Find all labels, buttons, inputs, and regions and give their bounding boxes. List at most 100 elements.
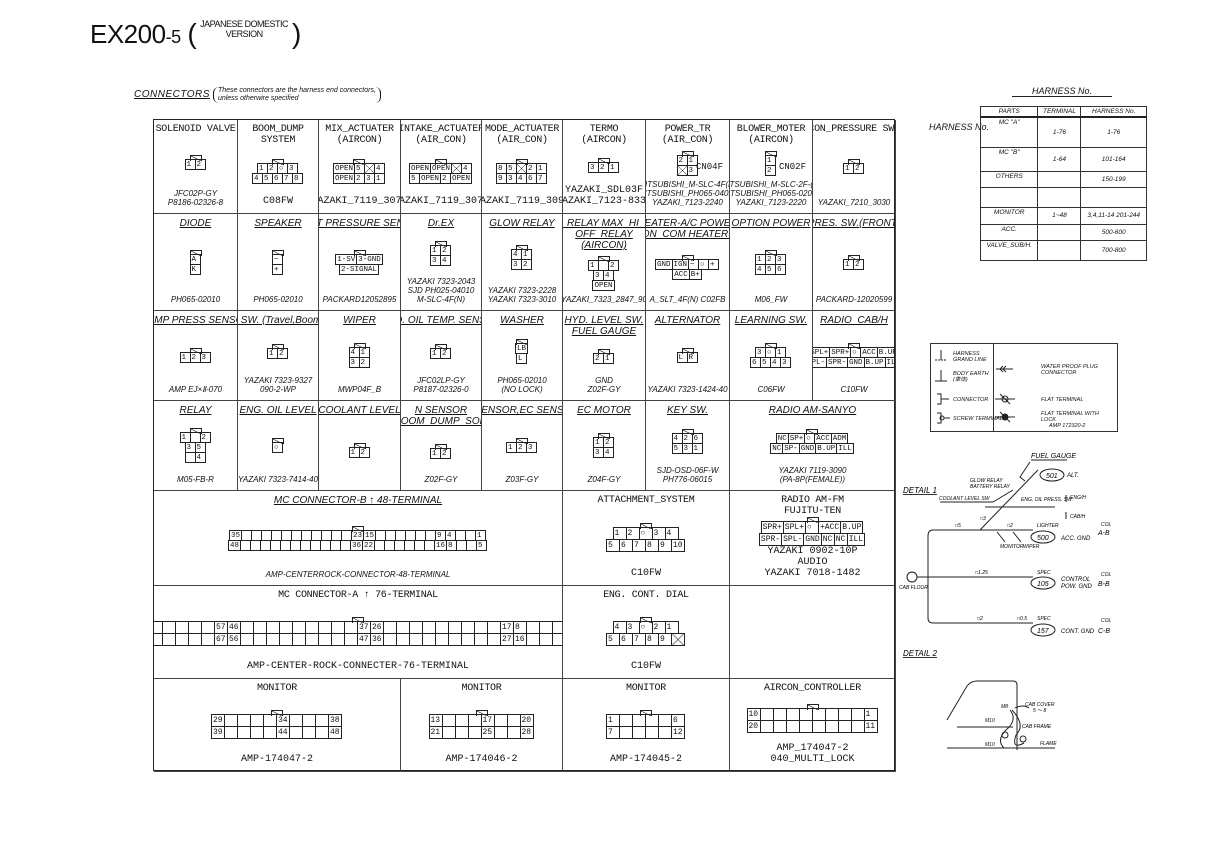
pin-cell: B.UP	[863, 357, 886, 368]
connector-latch-icon	[765, 343, 777, 349]
part-number: YAZAKI 7119-3090	[778, 466, 847, 475]
pin-cell	[162, 632, 176, 646]
part-number: C10FW	[630, 661, 661, 672]
connectors-label: CONNECTORS	[134, 89, 210, 100]
connector-latch-icon	[640, 616, 652, 623]
connector-latch-icon	[848, 159, 860, 165]
pin-cell: SPR-	[825, 357, 848, 368]
connector-latch-icon	[598, 255, 610, 262]
wire-05: □0.5	[1017, 616, 1027, 622]
harness-cell	[979, 186, 1039, 208]
connector-pinout: 21X3	[676, 150, 698, 176]
harness-cell	[1080, 186, 1147, 208]
connector-cell-a-sensor-ec-sensor: A SENSOR,EC SENSOR123Z03F-GY	[482, 401, 563, 491]
harness-side-label: HARNESS No.	[929, 122, 990, 132]
part-number: MITSUBISHI_PH065-02010	[730, 189, 812, 198]
cell-title: HYD. LEVEL SW.	[564, 315, 644, 326]
pin-cell: 2	[440, 447, 451, 459]
pin-cell: 2	[440, 347, 451, 359]
cell-title: HYD. OIL TEMP. SENSOR	[401, 315, 481, 326]
harness-cell: ACC.	[979, 223, 1039, 241]
fuel-gauge: FUEL GAUGE	[1031, 453, 1076, 460]
connector-latch-icon	[806, 704, 819, 710]
legend-waterproof: WATER PROOF PLUG CONNECTOR	[1041, 364, 1098, 376]
connector-latch-icon	[272, 249, 284, 256]
part-number: AMP-CENTER-ROCK-CONNECTER-76-TERMINAL	[246, 661, 470, 672]
cell-title: MC CONNECTOR-B ↑ 48-TERMINAL	[273, 495, 443, 506]
harness-cell: MONITOR	[979, 206, 1039, 225]
pin-cell	[785, 720, 800, 733]
part-number: MITSUBISHI_M-SLC-2F-(N)	[730, 180, 813, 189]
pin-cell: 5	[606, 632, 620, 646]
pin-cell: 36	[370, 632, 384, 646]
pin-cell	[448, 632, 462, 646]
connector-latch-icon	[435, 158, 447, 165]
connector-latch-icon	[352, 525, 364, 532]
pin-cell: SPR-	[758, 533, 783, 546]
col-1: COL	[1101, 522, 1112, 528]
pin-cell	[487, 632, 501, 646]
harness-cell	[1037, 186, 1082, 208]
cell-title: INTAKE_ACTUATER	[401, 124, 482, 135]
part-number: YAZAKI_7123-2240	[652, 198, 723, 207]
pin-cell	[188, 632, 202, 646]
pin-cell: SPL-	[781, 533, 805, 546]
pin-cell	[383, 632, 397, 646]
pin-cell: 10	[671, 538, 685, 552]
pin-cell	[474, 632, 488, 646]
pin-cell: OPEN	[418, 172, 441, 184]
harness-cell	[1037, 223, 1082, 241]
part-number: YAZAKI_SDL03F	[565, 185, 644, 196]
legend-body-earth: BODY EARTH (車体)	[953, 371, 989, 383]
pin-cell: 3	[199, 352, 211, 363]
part-number: YAZAKI_7119_3090	[482, 196, 562, 207]
connector-cell-mode-actuater: MODE_ACTUATER(AIR_CON)85X2193467YAZAKI_7…	[482, 120, 563, 214]
model-suffix: -5	[165, 27, 182, 47]
legend-amp-part: AMP 172320-2	[1049, 423, 1086, 429]
col-cb: C-B	[1098, 628, 1110, 635]
pin-cell	[396, 632, 410, 646]
cell-title: FUJITU-TEN	[783, 506, 841, 517]
connector-cell-blower-moter: BLOWER_MOTER(AIRCON)12CN02FMITSUBISHI_M-…	[730, 120, 813, 214]
connector-latch-icon	[353, 343, 366, 349]
legend-screw-terminal: SCREW TERMINAL	[953, 416, 1003, 422]
harness-cell: 150-199	[1080, 170, 1147, 188]
part-number: Z04F-GY	[587, 475, 621, 484]
cell-title: AIRCON_PRESSURE SWITCH	[813, 124, 895, 135]
part-number: AMP EJ×Ⅱ-070	[168, 385, 223, 394]
pin-cell: 8	[645, 632, 659, 646]
n500: 500	[1037, 535, 1049, 542]
col-bb: B-B	[1098, 581, 1110, 588]
connector-latch-icon	[765, 150, 777, 157]
spec-2: SPEC	[1037, 616, 1051, 622]
control: CONTROL	[1061, 577, 1090, 583]
connector-latch-icon	[516, 158, 528, 165]
col-parts: PARTS	[979, 106, 1039, 118]
connector-latch-icon	[189, 154, 202, 161]
cell-title: AIRCON_CONTROLLER	[764, 683, 861, 694]
connector-latch-icon	[806, 517, 819, 523]
pin-cell: 3	[780, 357, 791, 368]
pin-cell: 44	[276, 725, 290, 739]
connector-cell-comp-relay-max-hi-relay: COMP_RELAY MAX_HI_RELAYOFF_RELAY(AIRCON)…	[563, 214, 646, 311]
pin-cell	[526, 632, 540, 646]
pin-cell	[552, 632, 562, 646]
pin-cell	[461, 632, 475, 646]
cell-title: ENG. CONT. DIAL	[603, 590, 689, 601]
pin-cell	[318, 632, 332, 646]
part-number: PACKARD12052895	[322, 295, 397, 304]
pin-cell: 5	[476, 539, 488, 551]
part-number: Z03F-GY	[505, 475, 539, 484]
cell-title: (AIR_CON)	[661, 135, 714, 146]
